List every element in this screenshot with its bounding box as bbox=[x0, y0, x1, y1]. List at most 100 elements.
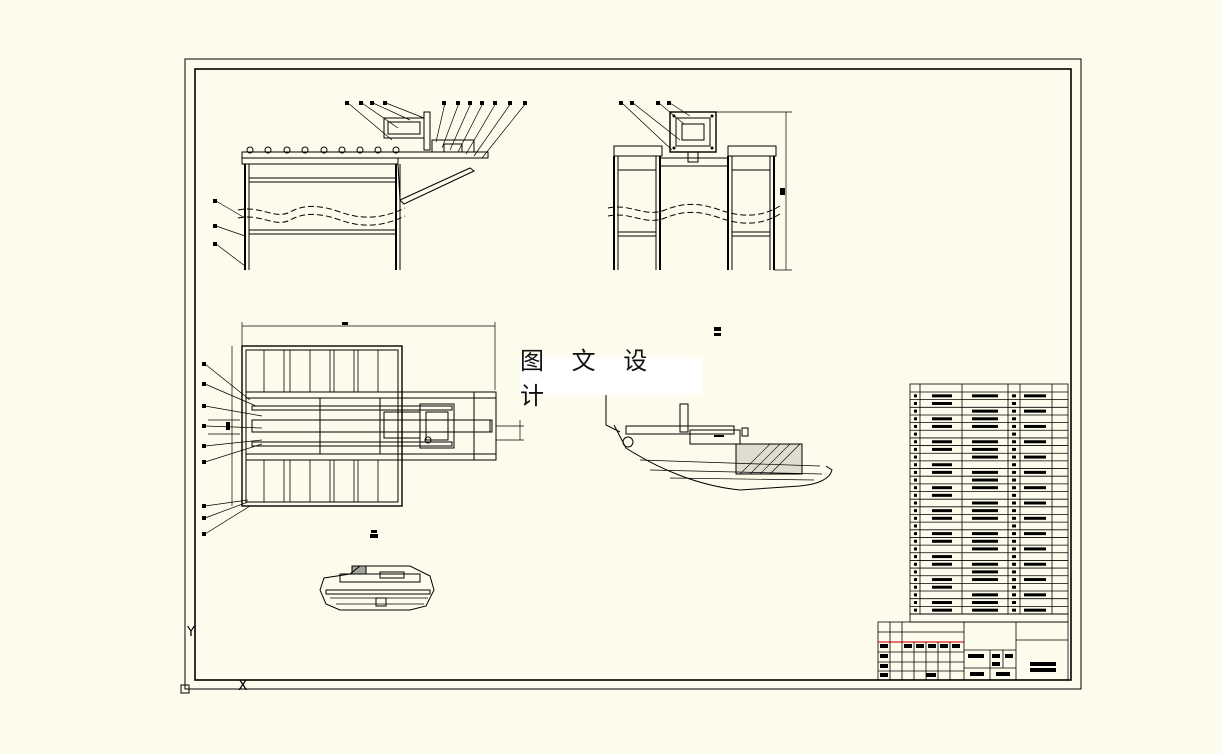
parts-list-mark bbox=[914, 409, 917, 413]
parts-list-mark bbox=[972, 447, 998, 451]
parts-list-mark bbox=[914, 424, 917, 428]
parts-list-mark bbox=[914, 562, 917, 566]
parts-list-mark bbox=[932, 440, 952, 444]
parts-list-mark bbox=[972, 424, 998, 428]
parts-list-mark bbox=[972, 516, 998, 520]
parts-list-mark bbox=[914, 547, 917, 551]
parts-list-mark bbox=[914, 463, 917, 467]
parts-list-mark bbox=[932, 509, 952, 513]
parts-list-mark bbox=[1024, 578, 1046, 582]
parts-list-mark bbox=[1012, 501, 1016, 505]
parts-list-mark bbox=[1012, 409, 1016, 413]
parts-list-mark bbox=[914, 401, 917, 405]
parts-list-mark bbox=[1012, 470, 1016, 474]
parts-list-mark bbox=[1024, 455, 1046, 459]
parts-list-mark bbox=[1012, 509, 1016, 513]
parts-list-mark bbox=[1024, 516, 1046, 520]
parts-list-mark bbox=[972, 547, 998, 551]
parts-list-mark bbox=[1024, 486, 1046, 490]
parts-list-mark bbox=[972, 578, 998, 582]
parts-list-mark bbox=[1024, 501, 1046, 505]
parts-list-mark bbox=[1024, 547, 1046, 551]
parts-list-mark bbox=[914, 532, 917, 536]
parts-list-mark bbox=[932, 401, 952, 405]
detail-view bbox=[605, 395, 833, 491]
parts-list-mark bbox=[914, 570, 917, 574]
parts-list-mark bbox=[1012, 608, 1016, 612]
parts-list-mark bbox=[914, 593, 917, 597]
parts-list-mark bbox=[1012, 562, 1016, 566]
parts-list-mark bbox=[1024, 409, 1046, 413]
parts-list-mark bbox=[1024, 608, 1046, 612]
parts-list-mark bbox=[1024, 424, 1046, 428]
parts-list-mark bbox=[972, 593, 998, 597]
parts-list-mark bbox=[1024, 532, 1046, 536]
parts-list-mark bbox=[914, 539, 917, 543]
parts-list-mark bbox=[1024, 470, 1046, 474]
parts-list-mark bbox=[932, 578, 952, 582]
parts-list-mark bbox=[1012, 417, 1016, 421]
parts-list-mark bbox=[914, 555, 917, 559]
parts-list-mark bbox=[1012, 463, 1016, 467]
parts-list-mark bbox=[914, 493, 917, 497]
parts-list-mark bbox=[1012, 524, 1016, 528]
parts-list-mark bbox=[1012, 493, 1016, 497]
plan-view bbox=[202, 322, 524, 538]
parts-list-mark bbox=[914, 486, 917, 490]
ucs-icon: Y X bbox=[180, 625, 248, 694]
sheet-border bbox=[184, 58, 1082, 690]
parts-list-mark bbox=[1012, 394, 1016, 398]
parts-list-mark bbox=[972, 532, 998, 536]
parts-list-mark bbox=[1024, 394, 1046, 398]
parts-list-mark bbox=[932, 493, 952, 497]
parts-list-mark bbox=[972, 509, 998, 513]
parts-list-mark bbox=[972, 608, 998, 612]
parts-list-mark bbox=[914, 516, 917, 520]
parts-list-mark bbox=[914, 394, 917, 398]
parts-list-mark bbox=[914, 601, 917, 605]
parts-list-mark bbox=[914, 417, 917, 421]
parts-list-mark bbox=[914, 478, 917, 482]
parts-list-mark bbox=[1012, 532, 1016, 536]
parts-list-mark bbox=[914, 470, 917, 474]
parts-list-mark bbox=[914, 455, 917, 459]
parts-list-mark bbox=[1012, 447, 1016, 451]
parts-list-mark bbox=[932, 601, 952, 605]
parts-list-mark bbox=[932, 539, 952, 543]
parts-list-mark bbox=[1012, 555, 1016, 559]
parts-list-mark bbox=[1012, 578, 1016, 582]
parts-list-mark bbox=[932, 516, 952, 520]
parts-list-mark bbox=[914, 585, 917, 589]
parts-list-mark bbox=[972, 417, 998, 421]
parts-list-mark bbox=[1012, 401, 1016, 405]
parts-list-mark bbox=[972, 486, 998, 490]
parts-list-mark bbox=[972, 601, 998, 605]
parts-list-mark bbox=[972, 539, 998, 543]
parts-list-mark bbox=[932, 394, 952, 398]
parts-list-mark bbox=[1024, 440, 1046, 444]
parts-list-mark bbox=[1012, 432, 1016, 436]
parts-list-mark bbox=[932, 470, 952, 474]
parts-list-mark bbox=[932, 463, 952, 467]
bottom-detail-view bbox=[319, 565, 435, 611]
watermark-label: 图 文 设 计 bbox=[520, 347, 702, 410]
parts-list-mark bbox=[1012, 486, 1016, 490]
parts-list-mark bbox=[972, 455, 998, 459]
parts-list-mark bbox=[1012, 585, 1016, 589]
parts-list-mark bbox=[932, 417, 952, 421]
parts-list-mark bbox=[914, 432, 917, 436]
parts-list-mark bbox=[1012, 440, 1016, 444]
parts-list-mark bbox=[1012, 455, 1016, 459]
parts-list-mark bbox=[932, 585, 952, 589]
parts-list-mark bbox=[972, 470, 998, 474]
parts-list-mark bbox=[932, 562, 952, 566]
parts-list-mark bbox=[914, 578, 917, 582]
ucs-y-label: Y bbox=[186, 625, 195, 640]
parts-list-mark bbox=[972, 478, 998, 482]
parts-list-mark bbox=[932, 447, 952, 451]
parts-list bbox=[909, 383, 1069, 623]
parts-list-mark bbox=[914, 440, 917, 444]
title-block bbox=[877, 621, 1069, 681]
